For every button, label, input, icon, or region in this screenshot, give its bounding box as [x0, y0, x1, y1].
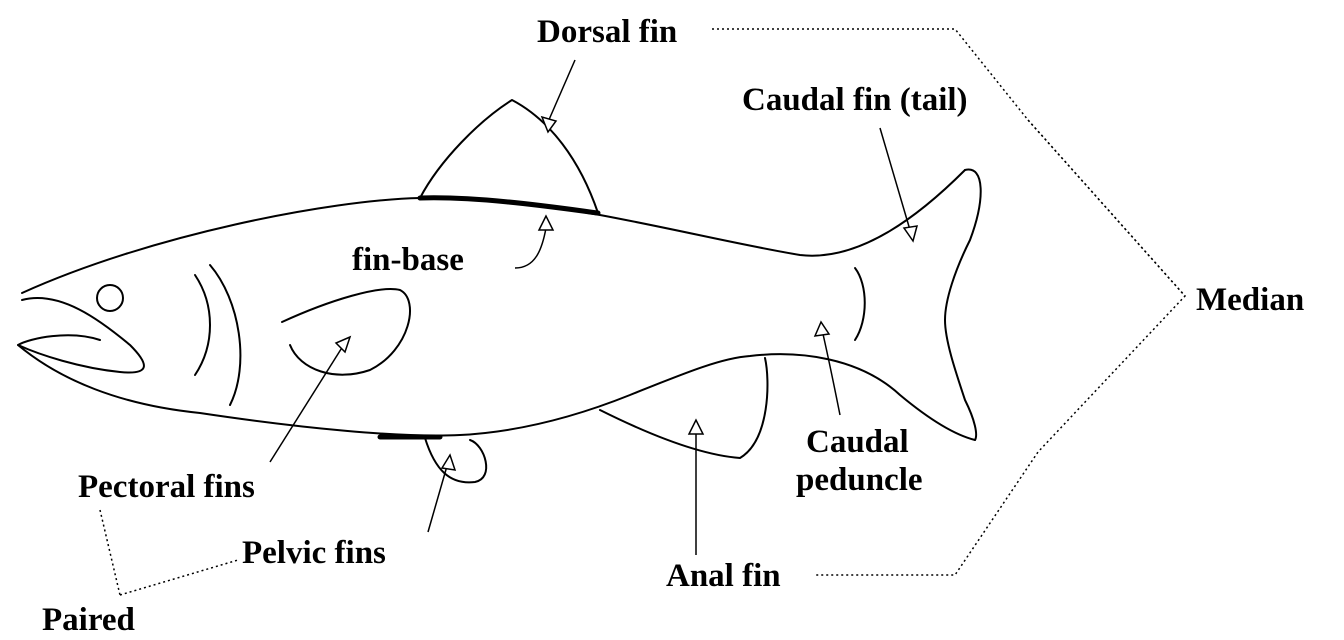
label-caudal-fin: Caudal fin (tail)	[742, 82, 968, 118]
fish-mouth	[18, 298, 144, 372]
median-bracket-mid	[1028, 120, 1185, 296]
label-fin-base: fin-base	[352, 242, 464, 278]
gill-arc-1	[195, 275, 210, 375]
label-dorsal-fin: Dorsal fin	[537, 14, 677, 50]
paired-bracket	[100, 510, 238, 595]
label-anal-fin: Anal fin	[666, 558, 781, 594]
caudal-fin-outline	[945, 170, 981, 440]
fish-body-upper-outline	[22, 170, 965, 293]
arrow-caudal-fin	[880, 128, 910, 230]
arrow-pelvic-fins	[428, 466, 447, 532]
gill-arc-2	[210, 265, 240, 405]
label-paired: Paired	[42, 602, 135, 638]
dorsal-fin-base	[420, 198, 598, 213]
arrow-fin-base	[515, 228, 546, 268]
label-peduncle: peduncle	[796, 462, 923, 498]
label-pelvic-fins: Pelvic fins	[242, 535, 386, 571]
pectoral-fin-outline	[282, 289, 410, 375]
pelvic-fin-outline	[425, 438, 486, 482]
label-caudal: Caudal	[806, 424, 909, 460]
fish-eye	[97, 285, 123, 311]
label-pectoral-fins: Pectoral fins	[78, 469, 255, 505]
arrow-dorsal-fin	[548, 60, 575, 122]
arrow-caudal-peduncle	[823, 334, 840, 415]
label-median: Median	[1196, 282, 1304, 318]
arrow-pectoral-fins	[270, 346, 343, 462]
caudal-fin-ray	[855, 268, 865, 340]
